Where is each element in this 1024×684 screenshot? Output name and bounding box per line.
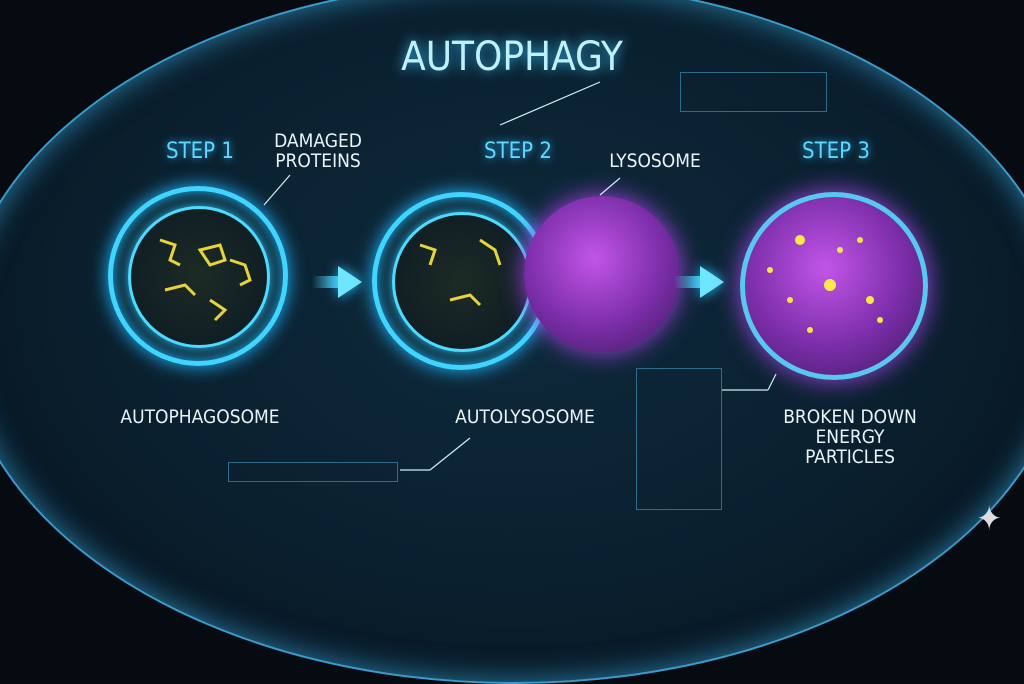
particles-and-callout-lines (159, 81, 883, 471)
damaged-proteins-callout: DAMAGED PROTEINS (274, 130, 362, 172)
broken-down-cell (740, 192, 928, 380)
lysosome (524, 196, 680, 352)
sparkle-icon: ✦ (976, 499, 1002, 539)
callout-lines (263, 81, 777, 471)
step-1-label: STEP 1 (166, 139, 234, 164)
autophagosome-caption: AUTOPHAGOSOME (120, 406, 280, 428)
autophagosome-inner-membrane (128, 206, 270, 348)
arrow-2-icon (700, 266, 724, 298)
energy-particles (767, 235, 883, 333)
info-panel-bottom (228, 462, 398, 482)
energy-particles-caption: BROKEN DOWN ENERGY PARTICLES (783, 406, 917, 468)
diagram-title: AUTOPHAGY (401, 34, 623, 80)
damaged-proteins (159, 238, 502, 322)
lysosome-callout: LYSOSOME (609, 150, 701, 172)
arrow-1-icon (338, 266, 362, 298)
step-2-label: STEP 2 (484, 139, 552, 164)
info-panel-top (680, 72, 827, 112)
arrow-1-trail (312, 276, 340, 288)
arrow-2-trail (674, 276, 702, 288)
step-3-label: STEP 3 (802, 139, 870, 164)
autolysosome-caption: AUTOLYSOSOME (455, 406, 595, 428)
info-panel-right (636, 368, 722, 510)
